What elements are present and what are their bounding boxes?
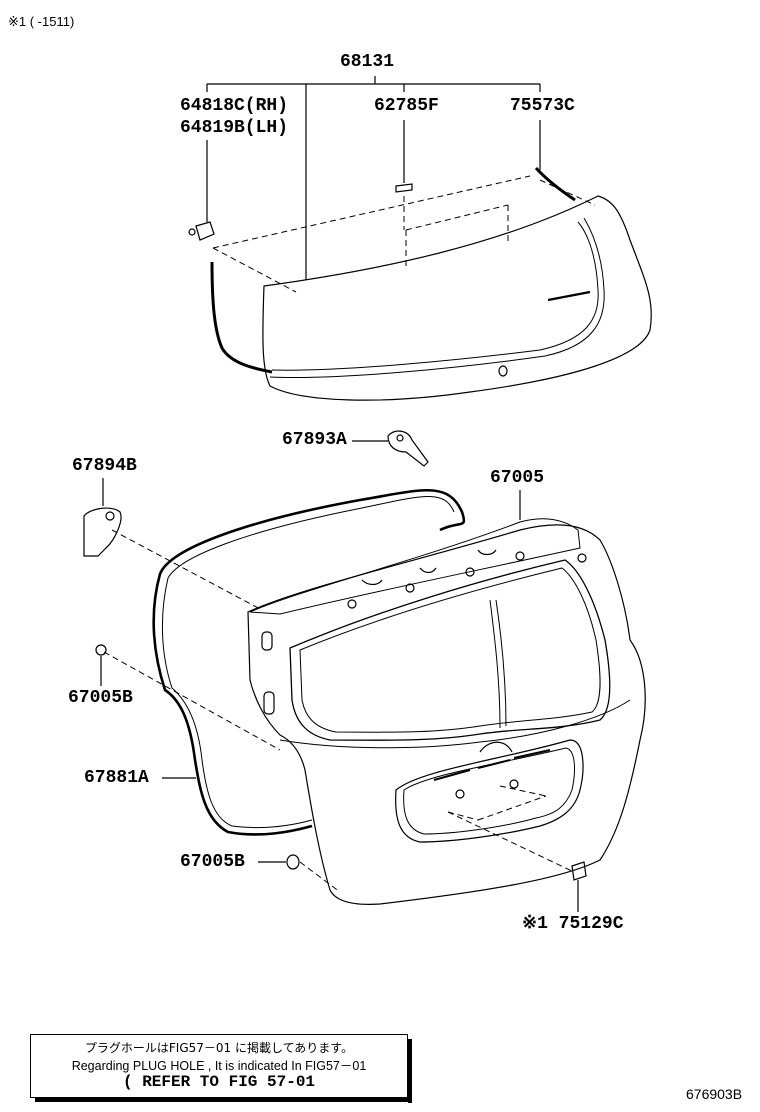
moulding-75573c — [534, 166, 576, 202]
label-67005b-upper[interactable]: 67005B — [68, 688, 133, 708]
label-75129c[interactable]: ※1 75129C — [522, 914, 624, 934]
note-line-japanese: プラグホールはFIG57－01 に掲載してあります。 — [84, 1041, 354, 1055]
stopper-62785f — [395, 183, 413, 193]
clip-67005b-upper — [95, 644, 107, 686]
label-67881a[interactable]: 67881A — [84, 768, 149, 788]
part-67893a — [352, 430, 429, 467]
clip-67005b-lower — [258, 854, 300, 870]
note-refer-link[interactable]: ( REFER TO FIG 57-01 — [122, 1073, 316, 1091]
clip-64818c — [188, 221, 215, 241]
back-window-glass — [262, 195, 652, 401]
reference-note-box: プラグホールはFIG57－01 に掲載してあります。 Regarding PLU… — [30, 1034, 412, 1102]
label-67894b[interactable]: 67894B — [72, 456, 137, 476]
label-64818c[interactable]: 64818C(RH) — [180, 96, 289, 116]
door-dashed-guides — [103, 529, 575, 893]
label-62785f[interactable]: 62785F — [374, 96, 439, 116]
label-75573c[interactable]: 75573C — [510, 96, 575, 116]
note-line-english: Regarding PLUG HOLE , It is indicated In… — [71, 1059, 367, 1073]
label-67893a[interactable]: 67893A — [282, 430, 347, 450]
part-67894b — [83, 478, 122, 557]
back-door-panel — [247, 518, 646, 905]
moulding-left-strip — [210, 261, 273, 374]
weatherstrip-67881a — [152, 488, 466, 836]
glass-dashed-guides — [212, 175, 596, 293]
leader-68131 — [206, 76, 541, 280]
label-67005[interactable]: 67005 — [490, 468, 545, 488]
header-note: ※1 ( -1511) — [8, 14, 75, 29]
label-64819b[interactable]: 64819B(LH) — [180, 118, 289, 138]
label-68131[interactable]: 68131 — [340, 52, 395, 72]
label-67005b-lower[interactable]: 67005B — [180, 852, 245, 872]
cushion-75129c — [571, 861, 587, 912]
figure-id: 676903B — [686, 1086, 743, 1102]
note-box-shadow — [408, 1039, 412, 1103]
